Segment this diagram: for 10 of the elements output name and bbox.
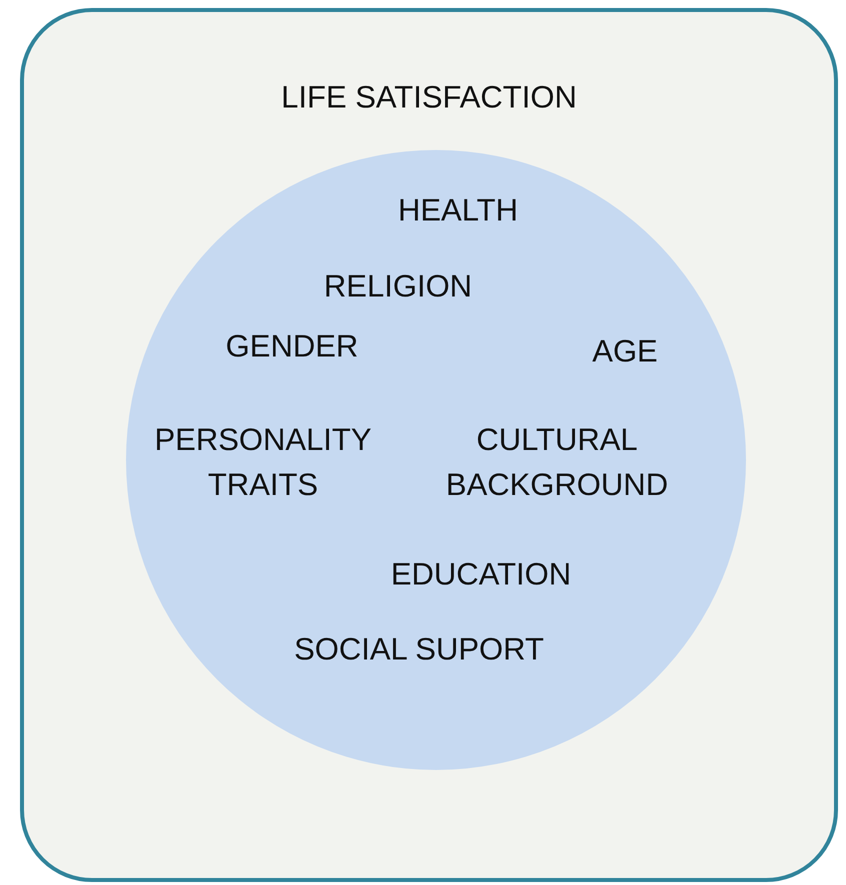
factor-label: AGE	[591, 332, 659, 371]
panel-title: LIFE SATISFACTION	[281, 78, 577, 117]
factor-label: EDUCATION	[390, 556, 572, 594]
factor-label: GENDER	[224, 328, 360, 366]
factor-label: CULTURAL BACKGROUND	[444, 421, 670, 504]
factor-label: SOCIAL SUPORT	[293, 630, 545, 669]
factor-label: RELIGION	[322, 268, 474, 306]
rounded-panel	[20, 8, 838, 882]
factor-label: HEALTH	[396, 192, 519, 230]
factor-label: PERSONALITY TRAITS	[153, 421, 373, 504]
